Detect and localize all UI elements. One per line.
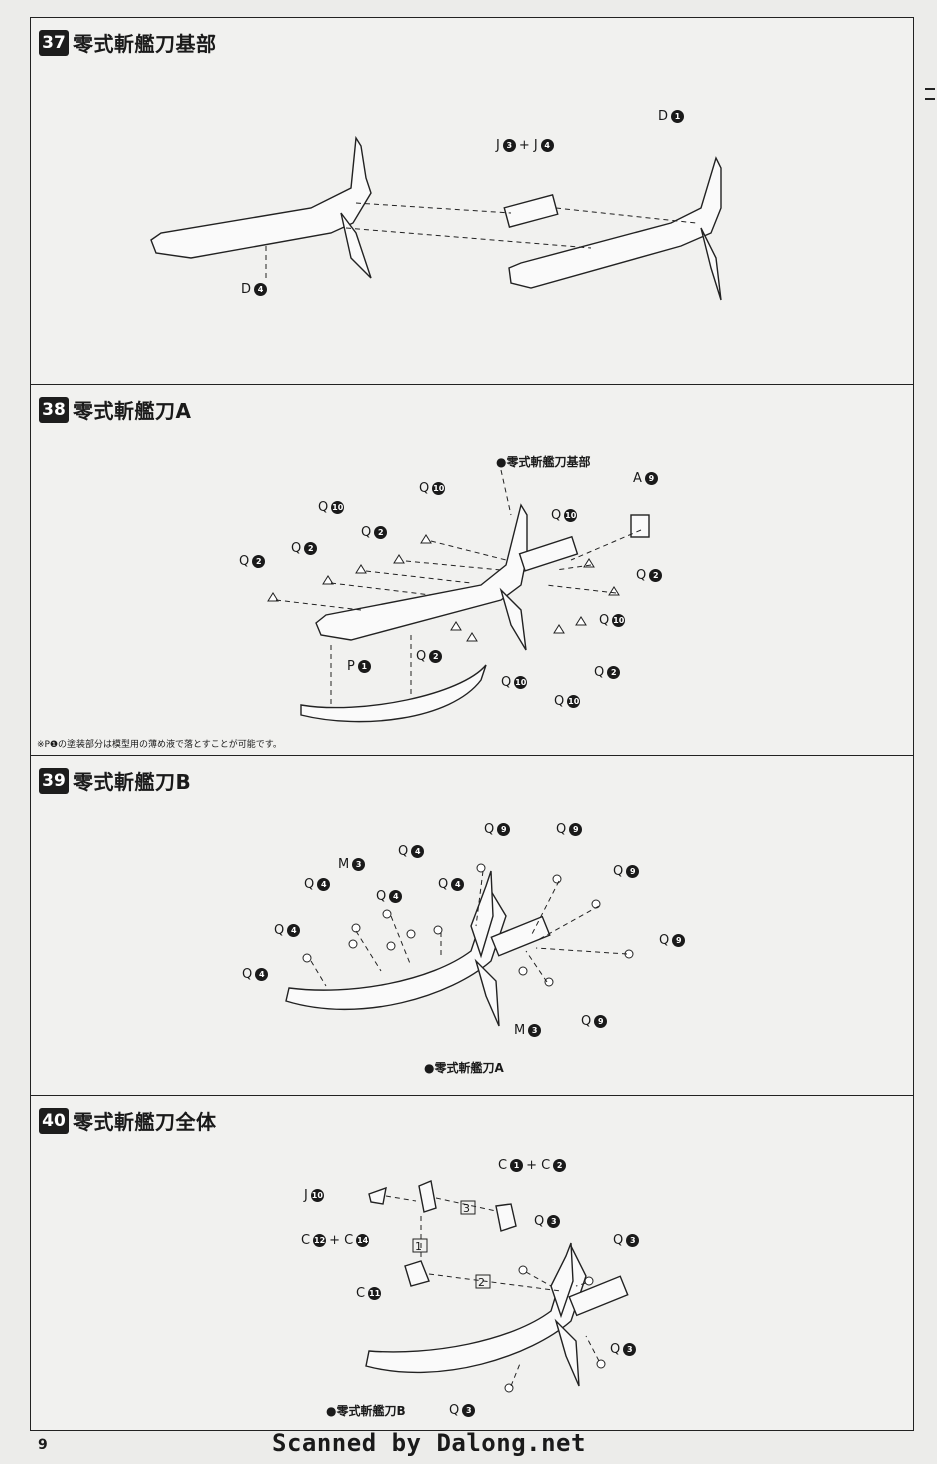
- box-step-1: 1: [415, 1240, 422, 1253]
- step-heading: 零式斬艦刀全体: [73, 1110, 217, 1134]
- box-step-3: 3: [463, 1202, 470, 1215]
- step-38-panel: 38 零式斬艦刀A: [31, 385, 913, 756]
- ref-base: ●零式斬艦刀基部: [496, 455, 591, 469]
- step-38-title: 38 零式斬艦刀A: [39, 395, 191, 424]
- step-40-diagram: [365, 1180, 629, 1393]
- ref-a: ●零式斬艦刀A: [424, 1061, 504, 1075]
- step-number: 40: [39, 1107, 69, 1134]
- step-heading: 零式斬艦刀A: [73, 399, 192, 423]
- step-39-title: 39 零式斬艦刀B: [39, 766, 191, 795]
- edge-mark: [925, 88, 935, 90]
- step-heading: 零式斬艦刀B: [73, 770, 192, 794]
- paint-note: ※P❶の塗装部分は模型用の薄め液で落とすことが可能です。: [37, 740, 282, 750]
- edge-mark: [925, 98, 935, 100]
- step-40-panel: 40 零式斬艦刀全体: [31, 1096, 913, 1430]
- ref-b: ●零式斬艦刀B: [326, 1404, 406, 1418]
- page-number: 9: [38, 1437, 48, 1453]
- box-step-2: 2: [478, 1276, 485, 1289]
- step-37-diagram: [150, 135, 722, 301]
- step-number: 38: [39, 396, 69, 423]
- step-heading: 零式斬艦刀基部: [73, 32, 217, 56]
- step-number: 37: [39, 29, 69, 56]
- step-number: 39: [39, 767, 69, 794]
- step-40-title: 40 零式斬艦刀全体: [39, 1106, 217, 1135]
- step-39-diagram: [285, 863, 634, 1027]
- step-38-diagram: [267, 469, 650, 723]
- scan-credit: Scanned by Dalong.net: [272, 1429, 586, 1457]
- step-37-title: 37 零式斬艦刀基部: [39, 28, 217, 57]
- step-39-panel: 39 零式斬艦刀B: [31, 756, 913, 1096]
